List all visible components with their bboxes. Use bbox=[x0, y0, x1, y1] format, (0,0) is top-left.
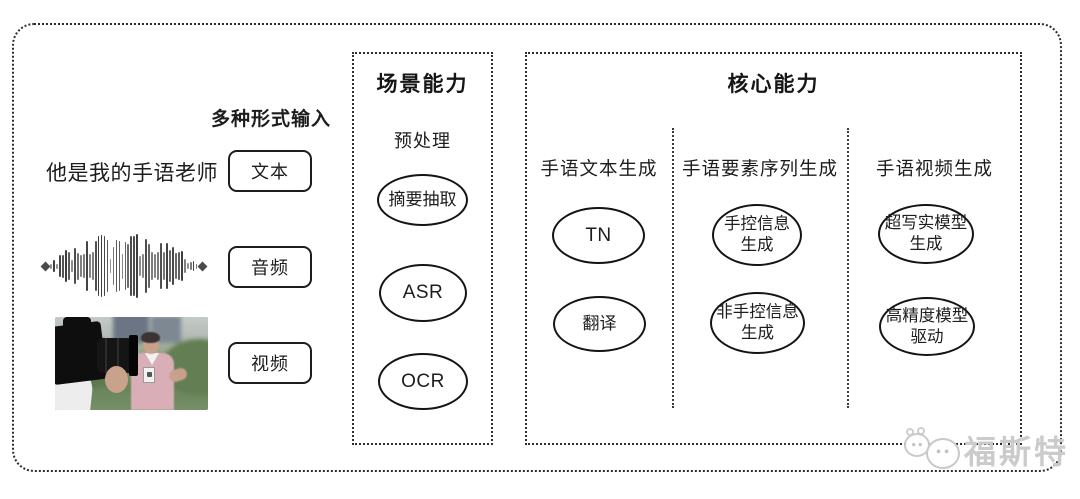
column-header-element-sequence-generation: 手语要素序列生成 bbox=[681, 158, 838, 179]
diagram-outer-border bbox=[12, 23, 1062, 472]
column-header-video-generation: 手语视频生成 bbox=[875, 158, 993, 179]
core-capability-panel bbox=[525, 52, 1022, 445]
news-interview-photo bbox=[55, 317, 208, 410]
mascot-face-icon bbox=[904, 433, 930, 457]
node-hyperreal-model-generation: 超写实模型 生成 bbox=[878, 204, 974, 264]
node-high-precision-model-drive: 高精度模型 驱动 bbox=[879, 297, 975, 356]
column-divider bbox=[847, 128, 849, 408]
mascot-face-icon bbox=[926, 438, 960, 469]
node-asr: ASR bbox=[379, 264, 467, 322]
audio-waveform-icon bbox=[40, 230, 208, 302]
node-ocr: OCR bbox=[378, 353, 468, 410]
scene-panel-title: 场景能力 bbox=[376, 73, 469, 96]
column-header-text-generation: 手语文本生成 bbox=[540, 158, 658, 179]
input-box-text: 文本 bbox=[228, 150, 312, 192]
watermark-text: 福斯特 bbox=[964, 434, 1070, 470]
sample-sentence-text: 他是我的手语老师 bbox=[46, 162, 218, 185]
node-tn: TN bbox=[552, 207, 645, 264]
node-non-manual-info-generation: 非手控信息 生成 bbox=[710, 292, 805, 354]
column-divider bbox=[672, 128, 674, 408]
node-manual-info-generation: 手控信息 生成 bbox=[712, 204, 802, 266]
preprocess-label: 预处理 bbox=[394, 131, 451, 151]
input-box-audio: 音频 bbox=[228, 246, 312, 288]
scene-capability-panel bbox=[352, 52, 493, 445]
input-section-title: 多种形式输入 bbox=[210, 109, 331, 130]
node-summary-extraction: 摘要抽取 bbox=[377, 174, 468, 226]
input-box-video: 视频 bbox=[228, 342, 312, 384]
node-translation: 翻译 bbox=[553, 296, 646, 352]
microphone-icon bbox=[143, 367, 155, 383]
watermark: 福斯特 bbox=[900, 422, 1070, 476]
core-panel-title: 核心能力 bbox=[727, 73, 820, 96]
